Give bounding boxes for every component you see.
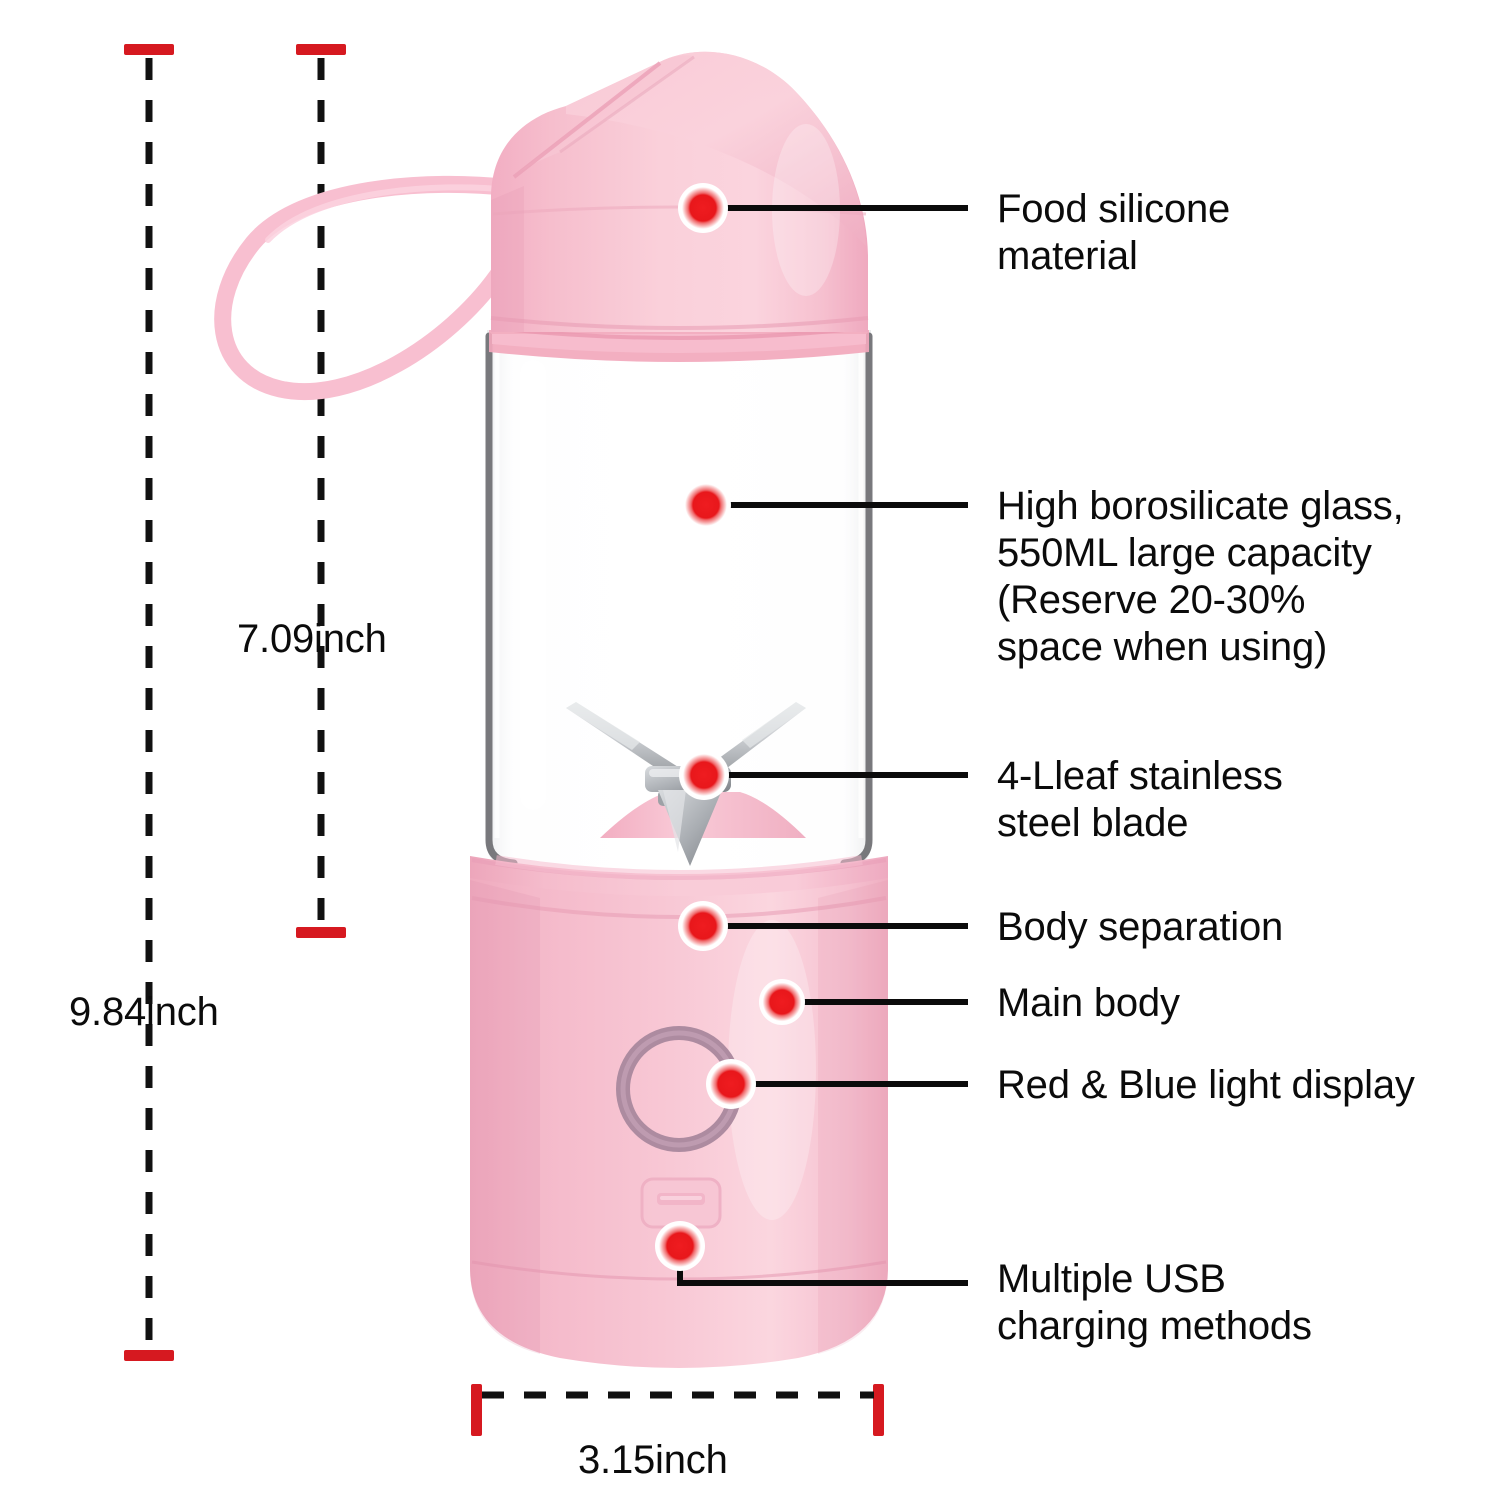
callout-label-red-blue-light-display: Red & Blue light display <box>997 1063 1415 1107</box>
callout-leader-lines <box>677 205 968 1286</box>
dimension-cap-bottom <box>124 1350 174 1361</box>
blade-icon <box>566 702 806 866</box>
dimension-cap-bottom <box>296 927 346 938</box>
red-dot-marker <box>678 183 728 233</box>
red-dot-marker <box>679 750 729 800</box>
red-dot-marker <box>681 480 731 530</box>
dimension-cap-top <box>296 44 346 55</box>
usb-port-icon <box>640 1177 722 1229</box>
red-dot-marker <box>759 979 805 1025</box>
dimension-cap-right <box>873 1384 884 1436</box>
dimension-cap-top <box>124 44 174 55</box>
red-dot-marker <box>706 1059 756 1109</box>
silicone-strap-icon <box>214 175 525 401</box>
callout-label-body-separation: Body separation <box>997 905 1284 949</box>
callout-label-borosilicate-glass: High borosilicate glass, 550ML large cap… <box>997 484 1404 669</box>
main-body <box>470 878 888 1368</box>
dimension-cap-left <box>471 1384 482 1436</box>
callout-label-food-silicone-material: Food silicone material <box>997 187 1231 278</box>
dimension-bottle-height <box>296 44 346 938</box>
red-dot-marker <box>678 901 728 951</box>
dimension-label-total-height: 9.84inch <box>69 990 219 1034</box>
dimension-total-height <box>124 44 174 1361</box>
callout-dots <box>655 183 805 1271</box>
callout-label-main-body: Main body <box>997 981 1180 1025</box>
callout-label-stainless-steel-blade: 4-Lleaf stainless steel blade <box>997 754 1283 845</box>
dimension-base-width <box>471 1384 884 1436</box>
lid <box>490 51 869 332</box>
red-dot-marker <box>655 1221 705 1271</box>
dimension-label-base-width: 3.15inch <box>578 1438 728 1482</box>
dimension-label-bottle-height: 7.09inch <box>237 617 387 661</box>
seal-ring <box>489 326 869 362</box>
callout-label-multiple-usb-charging: Multiple USB charging methods <box>997 1257 1312 1348</box>
